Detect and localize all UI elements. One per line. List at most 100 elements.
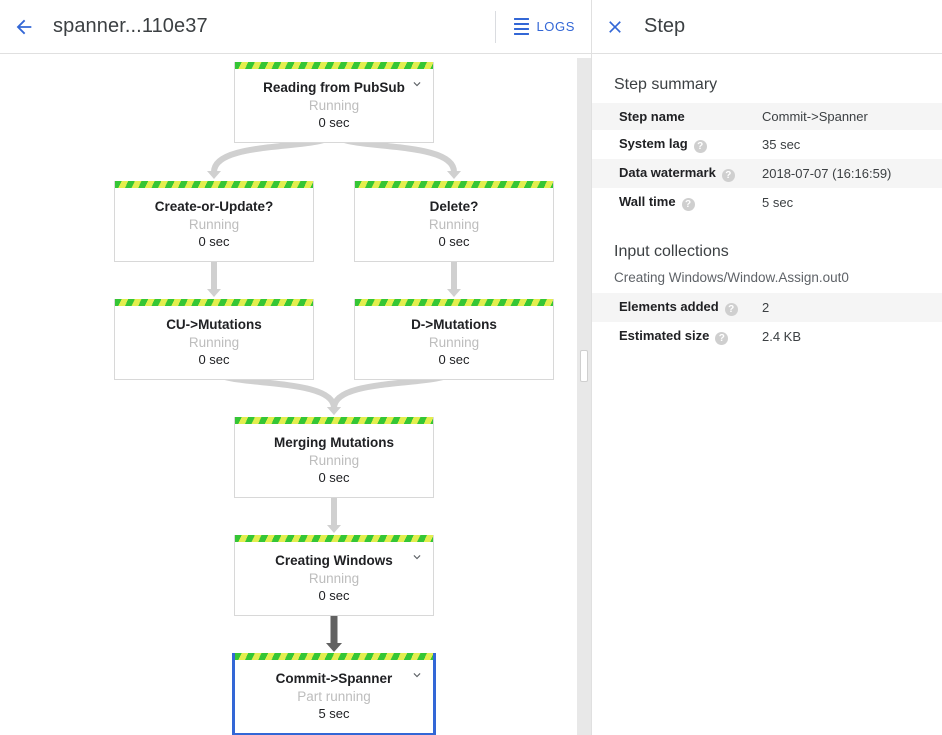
row-label: Estimated size xyxy=(619,328,710,343)
chevron-down-icon[interactable] xyxy=(410,550,424,564)
node-body: Delete? Running 0 sec xyxy=(355,188,553,261)
node-status-stripe xyxy=(115,181,313,188)
node-elapsed-time: 0 sec xyxy=(318,588,350,603)
step-summary-key: System lag? xyxy=(592,130,762,159)
step-summary-key: Step name xyxy=(592,103,762,130)
step-summary-key: Wall time? xyxy=(592,188,762,217)
node-status-label: Running xyxy=(308,453,360,468)
step-panel-title: Step xyxy=(644,15,686,37)
chevron-down-icon[interactable] xyxy=(410,77,424,91)
step-summary-value: 2018-07-07 (16:16:59) xyxy=(762,166,892,181)
table-row: System lag?35 sec xyxy=(592,130,942,159)
help-icon[interactable]: ? xyxy=(693,140,707,153)
graph-edge-arrowhead xyxy=(207,171,221,179)
node-status-stripe xyxy=(355,299,553,306)
node-elapsed-time: 0 sec xyxy=(198,352,230,367)
node-name: D->Mutations xyxy=(411,317,497,332)
node-name: Reading from PubSub xyxy=(263,80,405,95)
node-status-stripe xyxy=(235,653,433,660)
back-arrow-icon[interactable] xyxy=(0,0,48,54)
node-elapsed-time: 0 sec xyxy=(198,234,230,249)
node-status-stripe xyxy=(355,181,553,188)
step-panel-header: Step xyxy=(592,0,942,54)
node-elapsed-time: 0 sec xyxy=(318,115,350,130)
node-name: Create-or-Update? xyxy=(154,199,274,214)
node-name: Merging Mutations xyxy=(274,435,394,450)
node-elapsed-time: 5 sec xyxy=(318,706,350,721)
logs-button[interactable]: LOGS xyxy=(510,12,591,42)
graph-pane: spanner...110e37 LOGS Reading from PubSu… xyxy=(0,0,592,735)
step-summary-value: 5 sec xyxy=(762,195,794,210)
node-name: Creating Windows xyxy=(275,553,393,568)
graph-vertical-scrollbar[interactable] xyxy=(577,58,591,735)
graph-edge-layer xyxy=(207,130,461,652)
input-collection-key: Estimated size? xyxy=(592,322,762,351)
help-icon[interactable]: ? xyxy=(721,169,735,182)
node-elapsed-time: 0 sec xyxy=(438,234,470,249)
table-row: Step name Commit->Spanner xyxy=(592,103,942,130)
node-status-label: Running xyxy=(308,98,360,113)
node-elapsed-time: 0 sec xyxy=(438,352,470,367)
close-x-icon[interactable] xyxy=(592,0,638,54)
chevron-down-icon[interactable] xyxy=(410,668,424,682)
job-header-bar: spanner...110e37 LOGS xyxy=(0,0,591,54)
table-row: Elements added? 2 xyxy=(592,293,942,322)
graph-edge-arrowhead xyxy=(326,643,342,652)
input-collection-value: 2.4 KB xyxy=(762,329,802,344)
row-label: Elements added xyxy=(619,299,719,314)
node-name: Commit->Spanner xyxy=(275,671,393,686)
step-summary-value: 35 sec xyxy=(762,137,801,152)
help-icon[interactable]: ? xyxy=(715,332,729,345)
node-status-stripe xyxy=(235,535,433,542)
graph-edge-arrowhead xyxy=(447,171,461,179)
logs-list-icon xyxy=(514,17,530,36)
graph-edge-arrowhead xyxy=(327,407,341,415)
help-icon[interactable]: ? xyxy=(724,303,738,316)
node-status-stripe xyxy=(235,62,433,69)
node-status-label: Running xyxy=(428,335,480,350)
step-summary-value: Commit->Spanner xyxy=(762,109,868,124)
step-summary-heading: Step summary xyxy=(614,76,718,93)
input-collection-value: 2 xyxy=(762,300,770,315)
input-collections-heading: Input collections xyxy=(614,243,729,260)
header-actions: LOGS xyxy=(495,0,591,54)
graph-node-delete[interactable]: Delete? Running 0 sec xyxy=(354,181,554,262)
row-label: Data watermark xyxy=(619,165,716,180)
node-status-stripe xyxy=(115,299,313,306)
graph-edge-arrowhead xyxy=(327,525,341,533)
row-label: Step name xyxy=(619,109,685,124)
logs-button-label: LOGS xyxy=(536,19,575,34)
node-status-label: Part running xyxy=(297,689,371,704)
graph-scrollbar-thumb[interactable] xyxy=(580,350,588,382)
graph-edge-arrowhead xyxy=(447,289,461,297)
node-status-label: Running xyxy=(428,217,480,232)
help-icon[interactable]: ? xyxy=(681,198,695,211)
step-summary-key: Data watermark? xyxy=(592,159,762,188)
node-status-label: Running xyxy=(308,571,360,586)
step-details-pane: Step Step summary Step name Commit->Spann… xyxy=(592,0,942,735)
table-row: Estimated size?2.4 KB xyxy=(592,322,942,351)
input-collections-subheading: Creating Windows/Window.Assign.out0 xyxy=(614,270,849,285)
table-row: Wall time?5 sec xyxy=(592,188,942,217)
node-name: Delete? xyxy=(429,199,479,214)
page-title: spanner...110e37 xyxy=(53,15,208,37)
node-elapsed-time: 0 sec xyxy=(318,470,350,485)
node-status-stripe xyxy=(235,417,433,424)
row-label: System lag xyxy=(619,136,688,151)
